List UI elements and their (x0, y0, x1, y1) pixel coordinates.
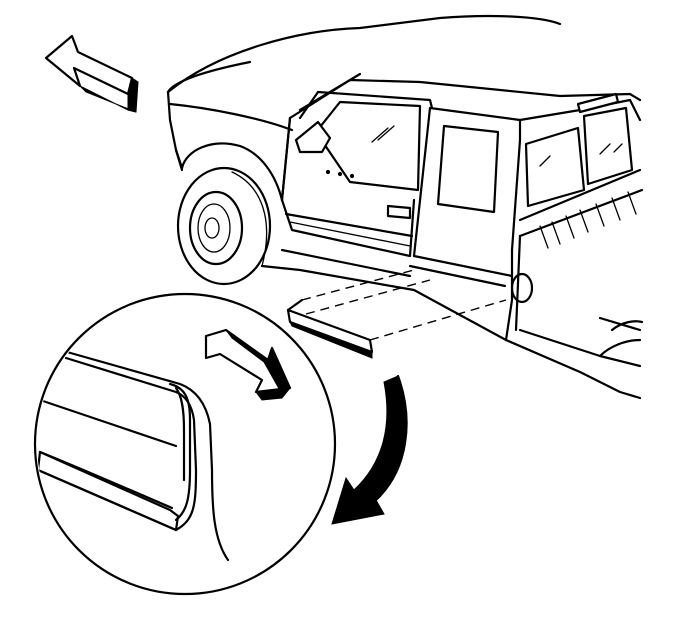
slide-direction-arrow-icon (204, 328, 292, 401)
forward-direction-arrow-icon (44, 34, 139, 113)
detail-callout-arrow-icon (331, 374, 408, 525)
rocker-molding-piece (286, 269, 507, 359)
pickup-truck (166, 14, 644, 400)
detail-magnifier (33, 292, 337, 596)
